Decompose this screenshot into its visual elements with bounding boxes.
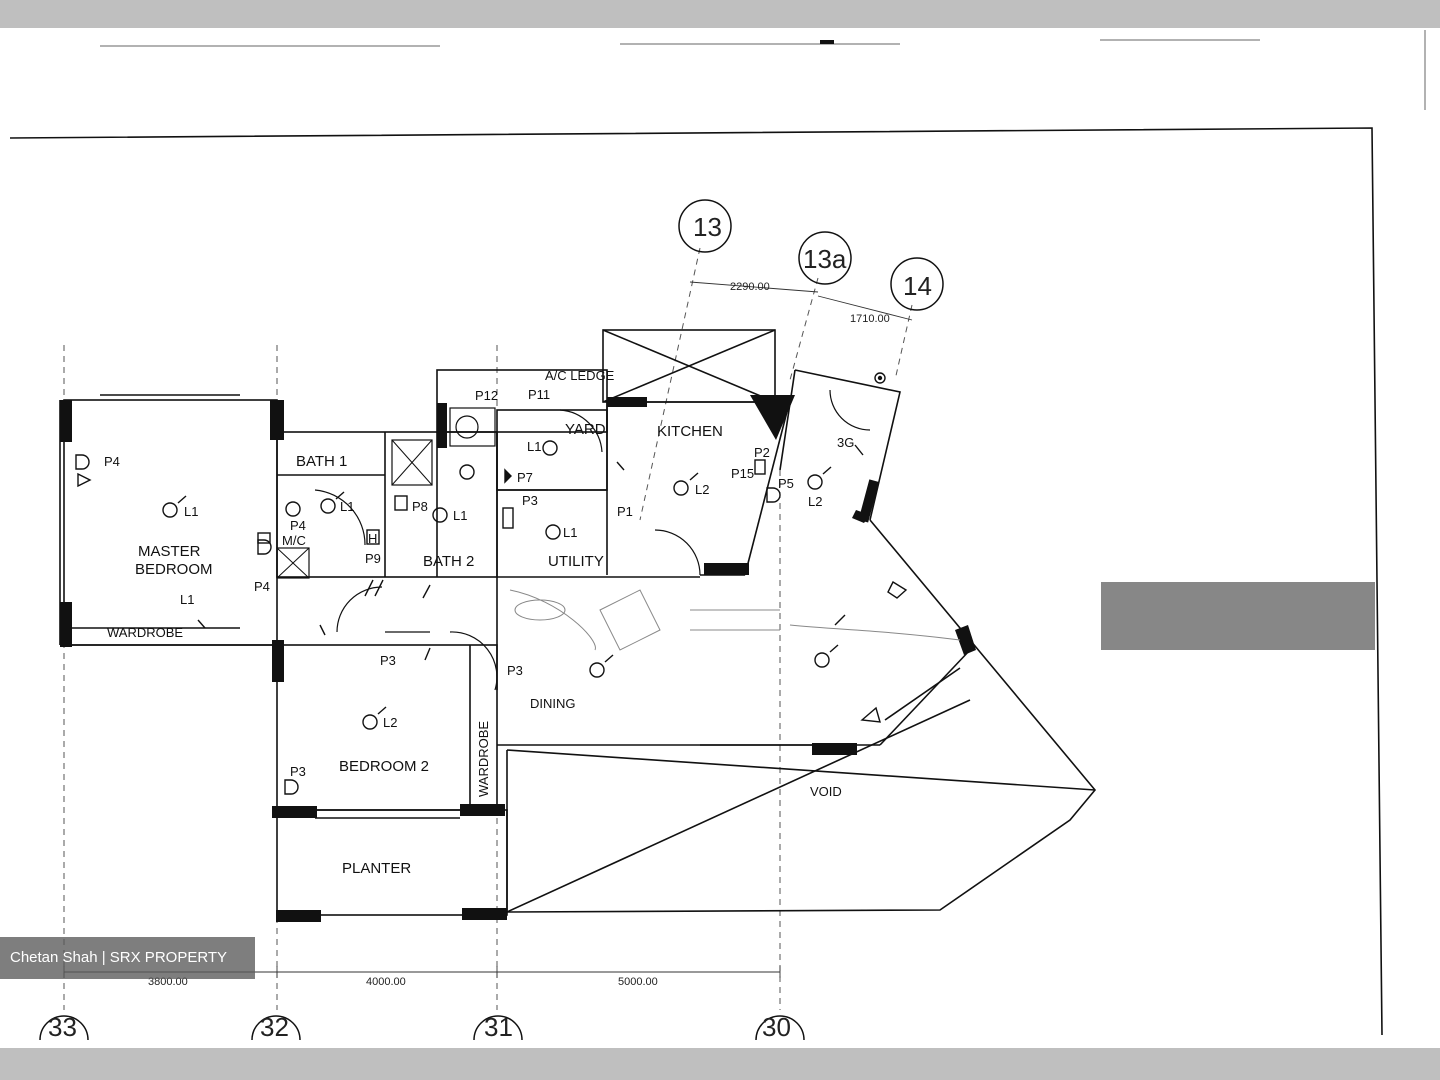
shower-box bbox=[391, 439, 433, 486]
room-label-wardrobe-master: WARDROBE bbox=[107, 625, 183, 640]
room-label-master-1: MASTER bbox=[138, 543, 201, 560]
dim-4000: 4000.00 bbox=[366, 976, 406, 988]
dimension-lines bbox=[63, 281, 913, 978]
grid-label-13: 13 bbox=[693, 212, 722, 242]
grid-label-13a: 13a bbox=[803, 244, 847, 274]
light-icon bbox=[162, 502, 178, 518]
grid-bubble-13 bbox=[678, 199, 732, 253]
light-icon bbox=[285, 501, 301, 517]
point-p2: P2 bbox=[754, 445, 770, 460]
light-icon bbox=[362, 714, 378, 730]
grid-bubble-32 bbox=[251, 1015, 301, 1041]
door-swings bbox=[314, 389, 871, 691]
stamp-overlay bbox=[1101, 582, 1375, 650]
grid-label-31: 31 bbox=[484, 1012, 513, 1042]
grid-lines bbox=[63, 247, 913, 1010]
point-p7: P7 bbox=[517, 470, 533, 485]
room-label-utility: UTILITY bbox=[548, 553, 604, 570]
point-p11: P11 bbox=[528, 387, 550, 402]
dim-2290: 2290.00 bbox=[730, 281, 770, 293]
point-l2-right: L2 bbox=[808, 494, 822, 509]
room-label-bath1: BATH 1 bbox=[296, 453, 347, 470]
light-icon bbox=[673, 480, 689, 496]
grid-label-33: 33 bbox=[48, 1012, 77, 1042]
room-label-master-2: BEDROOM bbox=[135, 561, 213, 578]
point-p4-lower: P4 bbox=[254, 579, 270, 594]
point-l1-yard: L1 bbox=[527, 439, 541, 454]
room-label-wardrobe-bed2: WARDROBE bbox=[476, 721, 491, 797]
point-p9: P9 bbox=[365, 551, 381, 566]
point-l1-bath2: L1 bbox=[453, 508, 467, 523]
scan-marks bbox=[100, 30, 1426, 110]
grid-bubble-14 bbox=[890, 257, 944, 311]
point-p4-master: P4 bbox=[104, 454, 120, 469]
point-l1-master: L1 bbox=[184, 504, 198, 519]
room-label-void: VOID bbox=[810, 784, 842, 799]
point-p8: P8 bbox=[412, 499, 428, 514]
point-l1-wardrobe: L1 bbox=[180, 592, 194, 607]
point-l2-kitchen: L2 bbox=[695, 482, 709, 497]
point-p3-bed2: P3 bbox=[290, 764, 306, 779]
grid-bubble-30 bbox=[755, 1015, 805, 1041]
walls bbox=[59, 329, 1097, 916]
light-icon bbox=[589, 662, 605, 678]
point-p15: P15 bbox=[731, 466, 754, 481]
light-icon bbox=[807, 474, 823, 490]
point-l1-bath1: L1 bbox=[340, 499, 354, 514]
grid-label-14: 14 bbox=[903, 271, 932, 301]
watermark: Chetan Shah | SRX PROPERTY bbox=[0, 937, 255, 979]
structural-columns bbox=[60, 395, 976, 922]
light-icon bbox=[459, 464, 475, 480]
floor-plan-drawing: MASTER BEDROOM BATH 1 BATH 2 YARD KITCHE… bbox=[9, 30, 1426, 1042]
point-p1: P1 bbox=[617, 504, 633, 519]
point-h: H bbox=[368, 531, 377, 546]
dim-3800: 3800.00 bbox=[148, 976, 188, 988]
water-tank bbox=[449, 407, 496, 447]
bottom-bar bbox=[0, 1048, 1440, 1080]
light-icon bbox=[542, 440, 558, 456]
point-mc: M/C bbox=[282, 533, 306, 548]
light-icon bbox=[320, 498, 336, 514]
grid-bubbles bbox=[39, 199, 944, 1041]
point-l1-utility: L1 bbox=[563, 525, 577, 540]
room-label-ac-ledge: A/C LEDGE bbox=[545, 368, 615, 383]
room-label-bath2: BATH 2 bbox=[423, 553, 474, 570]
point-p5: P5 bbox=[778, 476, 794, 491]
power-sockets bbox=[75, 372, 908, 795]
light-icon bbox=[814, 652, 830, 668]
grid-bubble-33 bbox=[39, 1015, 89, 1041]
point-3g: 3G bbox=[837, 435, 854, 450]
room-label-dining: DINING bbox=[530, 696, 576, 711]
grid-bubble-13a bbox=[798, 231, 852, 285]
point-p3-dining: P3 bbox=[507, 663, 523, 678]
light-icon bbox=[545, 524, 561, 540]
room-label-bedroom2: BEDROOM 2 bbox=[339, 758, 429, 775]
room-label-kitchen: KITCHEN bbox=[657, 423, 723, 440]
room-label-planter: PLANTER bbox=[342, 860, 411, 877]
bath1-shower bbox=[276, 547, 310, 579]
dim-5000: 5000.00 bbox=[618, 976, 658, 988]
grid-label-30: 30 bbox=[762, 1012, 791, 1042]
grid-label-32: 32 bbox=[260, 1012, 289, 1042]
point-p4-bath: P4 bbox=[290, 518, 306, 533]
floor-plan-sheet: MASTER BEDROOM BATH 1 BATH 2 YARD KITCHE… bbox=[0, 28, 1440, 1048]
point-p3-utility: P3 bbox=[522, 493, 538, 508]
grid-bubble-31 bbox=[473, 1015, 523, 1041]
point-l2-bed2: L2 bbox=[383, 715, 397, 730]
point-p12: P12 bbox=[475, 388, 498, 403]
drawing-border bbox=[9, 127, 1383, 1036]
dim-1710: 1710.00 bbox=[850, 313, 890, 325]
light-icon bbox=[432, 507, 448, 523]
light-points bbox=[162, 440, 839, 730]
dining-furniture bbox=[509, 589, 961, 651]
point-p3-corr: P3 bbox=[380, 653, 396, 668]
room-label-yard: YARD bbox=[565, 421, 606, 438]
